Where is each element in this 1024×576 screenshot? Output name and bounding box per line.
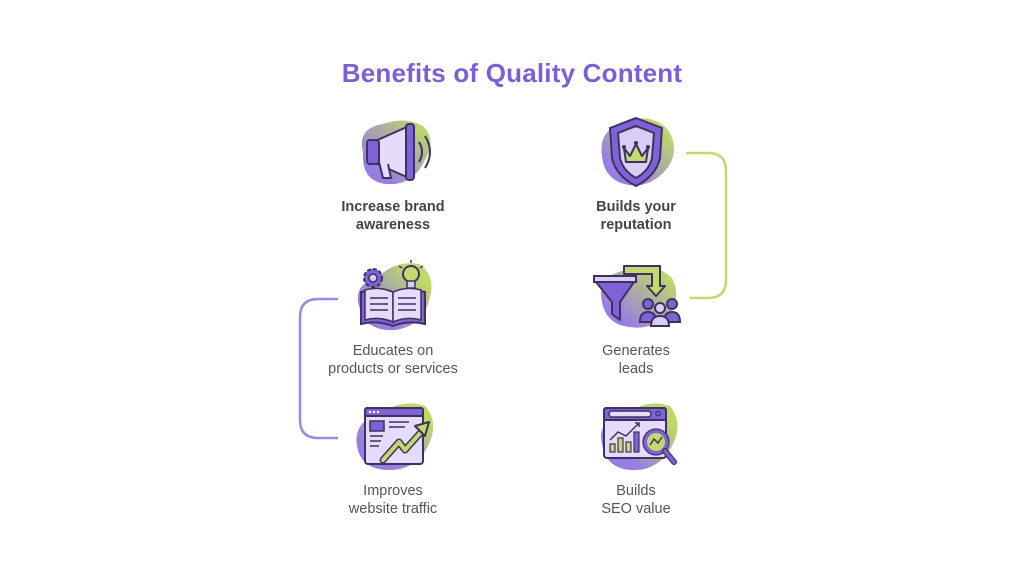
funnel-people-icon xyxy=(593,265,682,328)
connector-reputation-to-leads xyxy=(686,151,728,300)
node-reputation: Builds your reputation xyxy=(546,112,726,234)
node-label: Generates leads xyxy=(602,343,670,377)
shield-crown-icon xyxy=(601,116,675,188)
book-lightbulb-icon xyxy=(357,260,432,331)
seo-analytics-icon xyxy=(601,403,678,471)
page-title: Benefits of Quality Content xyxy=(341,58,683,88)
connector-educates-to-traffic xyxy=(298,297,338,440)
node-label: Builds your reputation xyxy=(596,199,676,233)
node-traffic: Improves website traffic xyxy=(303,396,483,518)
node-leads: Generates leads xyxy=(546,256,726,378)
node-label: Improves website traffic xyxy=(348,483,438,517)
node-label: Increase brand awareness xyxy=(341,199,445,233)
website-growth-icon xyxy=(356,403,434,470)
node-educates: Educates on products or services xyxy=(303,256,483,378)
node-label: Educates on products or services xyxy=(328,343,458,377)
megaphone-icon xyxy=(361,120,431,185)
node-label: Builds SEO value xyxy=(601,483,671,517)
node-seo: Builds SEO value xyxy=(546,396,726,518)
node-brand-awareness: Increase brand awareness xyxy=(303,112,483,234)
